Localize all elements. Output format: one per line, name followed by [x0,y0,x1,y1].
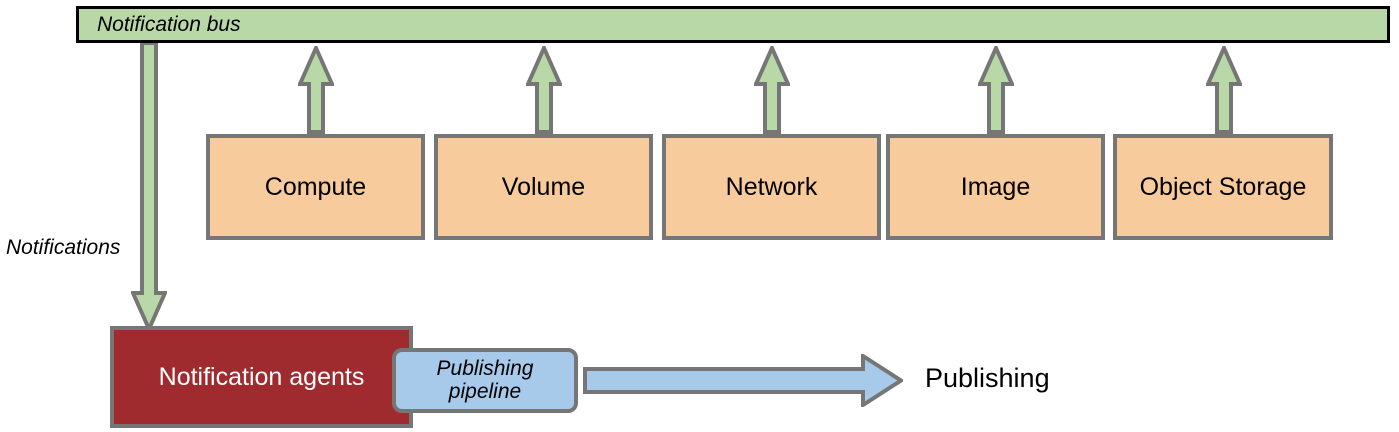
service-label: Image [960,172,1031,201]
pipeline-line-1: Publishing [436,357,534,381]
object-storage-to-bus-arrow [1204,43,1244,134]
service-label: Volume [501,172,586,201]
service-box-volume: Volume [434,134,653,240]
service-label: Compute [264,172,367,201]
service-label: Object Storage [1139,172,1307,201]
pipeline-line-2: pipeline [448,379,522,403]
service-box-image: Image [886,134,1105,240]
notification-agents-label: Notification agents [158,362,365,391]
image-to-bus-arrow [976,43,1016,134]
network-to-bus-arrow [752,43,792,134]
publishing-arrow [583,352,905,409]
service-box-object-storage: Object Storage [1113,134,1333,240]
notifications-down-arrow [129,41,169,334]
volume-to-bus-arrow [524,43,564,134]
compute-to-bus-arrow [296,43,336,134]
service-label: Network [725,172,818,201]
notifications-label: Notifications [6,236,121,259]
notification-agents-box: Notification agents [110,326,413,428]
notification-bus-label: Notification bus [97,12,241,36]
service-box-compute: Compute [206,134,425,240]
notification-bus: Notification bus [76,6,1390,43]
publishing-label: Publishing [925,363,1050,393]
service-box-network: Network [662,134,881,240]
